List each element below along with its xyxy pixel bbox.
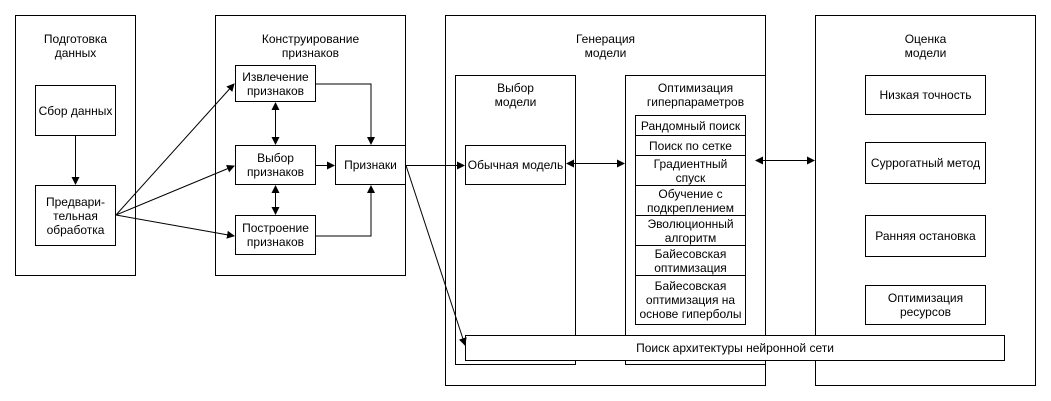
hpo-method-random-search: Рандомный поиск <box>635 115 746 136</box>
node-data-collection: Сбор данных <box>35 85 116 136</box>
arrow-preprocess-to-extraction <box>115 83 235 216</box>
group-title-hyperparameter-optimization: Оптимизация гиперпараметров <box>646 81 745 109</box>
node-feature-selection: Выбор признаков <box>235 145 316 185</box>
eval-surrogate-method: Суррогатный метод <box>865 142 986 184</box>
hpo-method-bayesian-optimization: Байесовская оптимизация <box>635 245 746 276</box>
hpo-method-gradient-descent: Градиентный спуск <box>635 155 746 186</box>
stage-title-model-generation: Генерация модели <box>575 32 636 60</box>
hpo-method-hyperband-bayesian: Байесовская оптимизация на основе гиперб… <box>635 275 746 325</box>
node-features: Признаки <box>335 145 406 185</box>
stage-title-feature-engineering: Конструирование признаков <box>261 32 360 60</box>
arrow-preprocess-to-construction <box>115 214 235 239</box>
hpo-method-reinforcement-learning: Обучение с подкреплением <box>635 185 746 216</box>
eval-resource-optimization: Оптимизация ресурсов <box>865 285 986 325</box>
group-title-model-selection: Выбор модели <box>494 81 537 109</box>
eval-low-fidelity: Низкая точность <box>865 75 986 115</box>
node-feature-construction: Построение признаков <box>235 215 316 255</box>
arrow-construction-to-features <box>316 185 375 237</box>
arrow-extraction-to-features <box>316 83 375 145</box>
arrow-preprocess-to-selection <box>115 164 235 216</box>
stage-title-data-preparation: Подготовка данных <box>43 32 108 60</box>
node-ordinary-model: Обычная модель <box>465 145 566 185</box>
node-feature-extraction: Извлечение признаков <box>235 65 316 102</box>
group-model-selection <box>455 75 576 365</box>
stage-title-model-evaluation: Оценка модели <box>904 32 947 60</box>
node-neural-architecture-search: Поиск архитектуры нейронной сети <box>465 335 1005 361</box>
arrow-features-to-nas <box>405 165 467 346</box>
node-preprocessing: Предвари- тельная обработка <box>35 185 116 246</box>
eval-early-stopping: Ранняя остановка <box>865 215 986 257</box>
hpo-method-evolutionary-algorithm: Эволюционный алгоритм <box>635 215 746 246</box>
